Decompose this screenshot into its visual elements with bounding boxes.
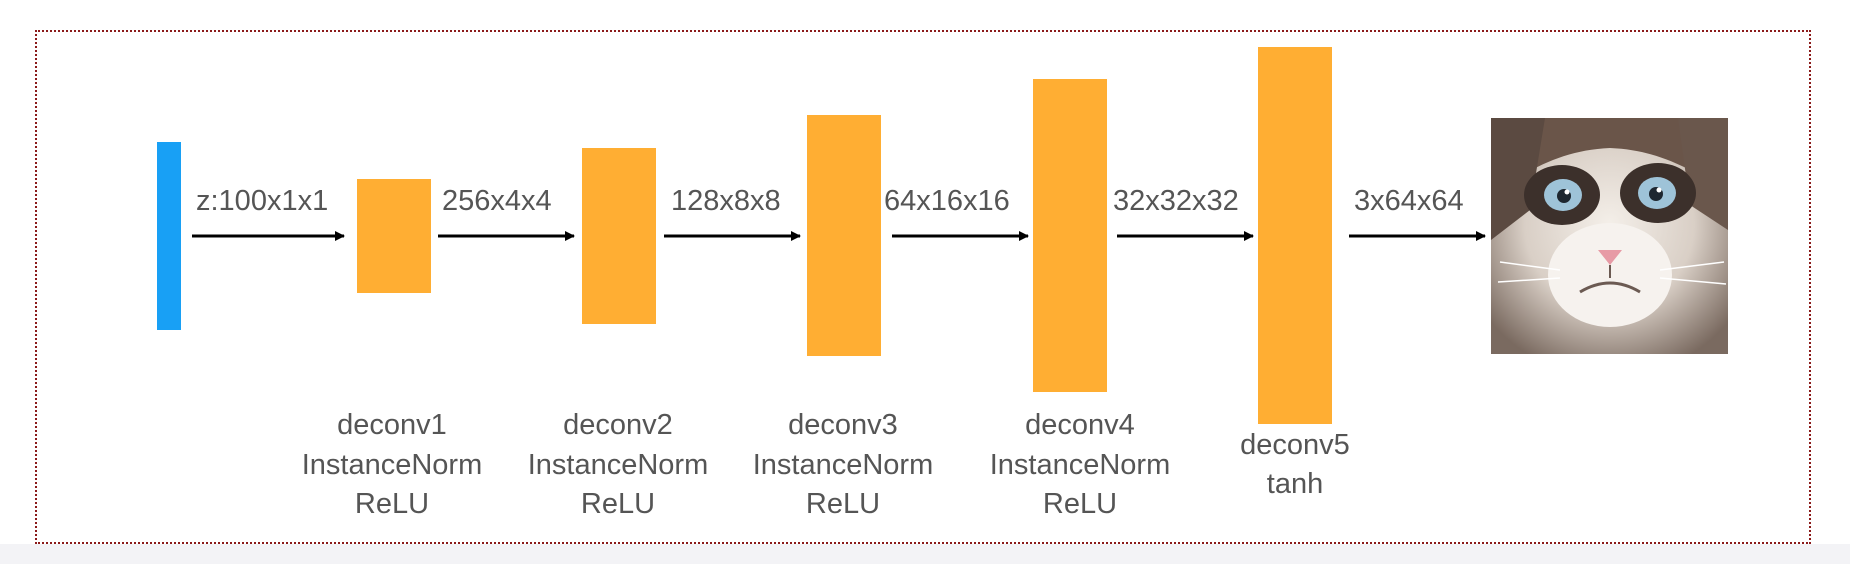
layer-label-activation: ReLU [581, 488, 655, 520]
layer-label-activation: ReLU [355, 488, 429, 520]
shape-label: z:100x1x1 [196, 185, 328, 217]
deconv2-block [582, 148, 656, 324]
layer-label-norm: InstanceNorm [528, 449, 709, 481]
shape-label: 64x16x16 [884, 185, 1010, 217]
layer-label-name: deconv1 [337, 409, 447, 441]
layer-label-name: deconv2 [563, 409, 673, 441]
bottom-strip [0, 544, 1850, 564]
layer-label-activation: tanh [1267, 468, 1323, 500]
deconv3-block [807, 115, 881, 356]
layer-label-norm: InstanceNorm [990, 449, 1171, 481]
layer-label-name: deconv4 [1025, 409, 1135, 441]
shape-label: 32x32x32 [1113, 185, 1239, 217]
generated-cat-image [1491, 118, 1728, 354]
layer-label-activation: ReLU [806, 488, 880, 520]
layer-label-activation: ReLU [1043, 488, 1117, 520]
layer-label-name: deconv3 [788, 409, 898, 441]
shape-label: 256x4x4 [442, 185, 552, 217]
layer-label-norm: InstanceNorm [302, 449, 483, 481]
deconv1-block [357, 179, 431, 293]
layer-label-norm: InstanceNorm [753, 449, 934, 481]
diagram-frame [35, 30, 1811, 544]
deconv4-block [1033, 79, 1107, 392]
shape-label: 3x64x64 [1354, 185, 1464, 217]
layer-label-name: deconv5 [1240, 429, 1350, 461]
deconv5-block [1258, 47, 1332, 424]
shape-label: 128x8x8 [671, 185, 781, 217]
input-vector-bar [157, 142, 181, 330]
